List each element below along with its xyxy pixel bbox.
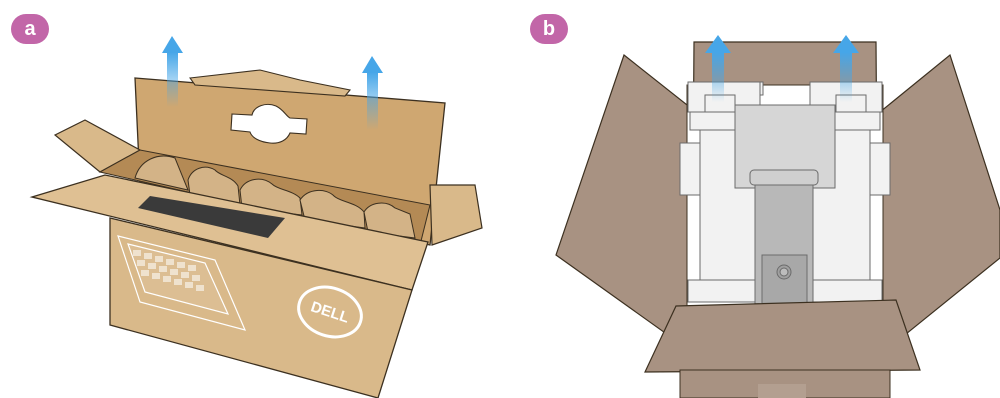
box-front-flap [645,300,920,372]
panel-label-a: a [11,14,49,44]
panel-b: b [500,0,1000,398]
box-right-flap [430,185,482,245]
box-with-laptop-illustration: DELL [0,0,500,398]
box-front-label [758,384,806,398]
open-box-with-foam-illustration [500,0,1000,398]
panel-label-b: b [530,14,568,44]
panel-a: DELL a [0,0,500,398]
